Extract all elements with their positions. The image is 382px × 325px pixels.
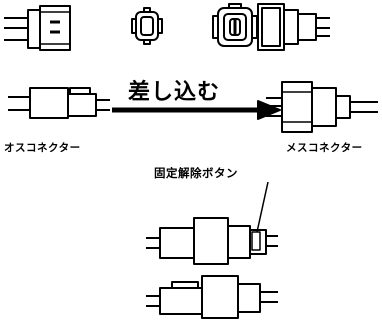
- male-connector-side-view: [4, 5, 71, 51]
- mated-connector-bottom: [146, 275, 278, 319]
- male-connector-label: オスコネクター: [4, 142, 81, 154]
- release-button-leader: [256, 181, 269, 233]
- insert-label: 差し込む: [128, 80, 221, 105]
- arrow-right-icon: [112, 100, 281, 120]
- female-connector-side-view: [257, 3, 330, 51]
- female-connector-front-view: [212, 3, 258, 47]
- male-connector-insert: [8, 87, 110, 119]
- female-connector-label: メスコネクター: [286, 142, 363, 154]
- male-connector-front-view: [131, 7, 163, 45]
- female-connector-insert: [266, 81, 378, 133]
- mated-connector-top: [146, 217, 278, 265]
- release-button-label: 固定解除ボタン: [154, 166, 238, 180]
